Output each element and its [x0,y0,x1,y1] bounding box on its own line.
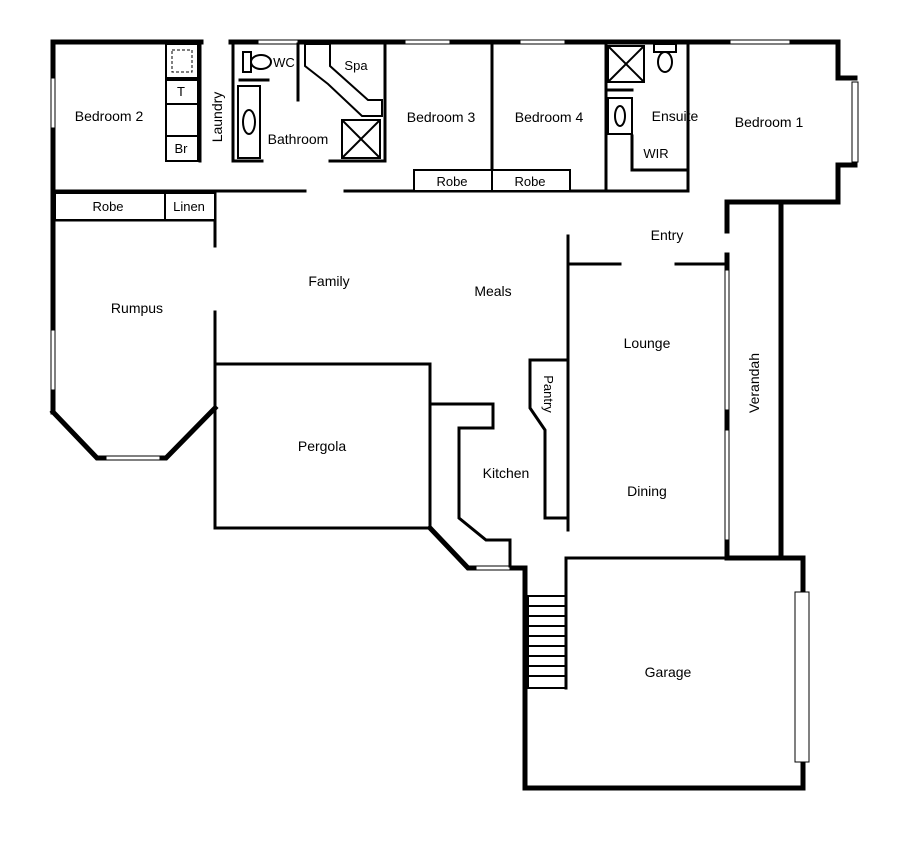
ensuite-toilet-icon [657,51,673,73]
basin-icon [242,109,256,135]
label-robe-b4: Robe [514,174,545,189]
label-bedroom2: Bedroom 2 [75,108,144,124]
fixtures [54,43,729,690]
label-wir: WIR [643,146,668,161]
broom-cupboard [165,135,199,162]
label-garage: Garage [645,664,692,680]
label-linen: Linen [173,199,205,214]
label-laundry: Laundry [209,92,225,143]
toilet-icon [250,54,272,70]
label-verandah: Verandah [746,353,762,413]
interior-walls [51,42,729,568]
label-pergola: Pergola [298,438,346,454]
label-pantry: Pantry [541,375,556,413]
windows [50,39,859,763]
vanity [237,85,261,159]
label-spa: Spa [344,58,368,73]
spa-tub [304,43,383,117]
label-robe-b2: Robe [92,199,123,214]
label-meals: Meals [474,283,511,299]
label-kitchen: Kitchen [483,465,530,481]
linen-cupboard [164,192,216,221]
label-robe-b3: Robe [436,174,467,189]
label-dining: Dining [627,483,667,499]
label-bathroom: Bathroom [268,131,329,147]
label-bedroom4: Bedroom 4 [515,109,584,125]
label-family: Family [308,273,349,289]
label-entry: Entry [651,227,684,243]
label-ensuite: Ensuite [652,108,699,124]
room-labels: Bedroom 2 Laundry WC Spa Bathroom Bedroo… [75,55,804,680]
ensuite-vanity [607,97,633,135]
stairs [527,595,567,689]
label-tub: T [177,84,185,99]
label-bedroom3: Bedroom 3 [407,109,476,125]
label-lounge: Lounge [624,335,671,351]
robe-bedroom2 [54,192,166,221]
laundry-tub [165,79,199,105]
label-wc: WC [273,55,295,70]
label-broom: Br [175,141,189,156]
robe-bedroom4 [491,169,571,192]
label-bedroom1: Bedroom 1 [735,114,804,130]
label-rumpus: Rumpus [111,300,163,316]
